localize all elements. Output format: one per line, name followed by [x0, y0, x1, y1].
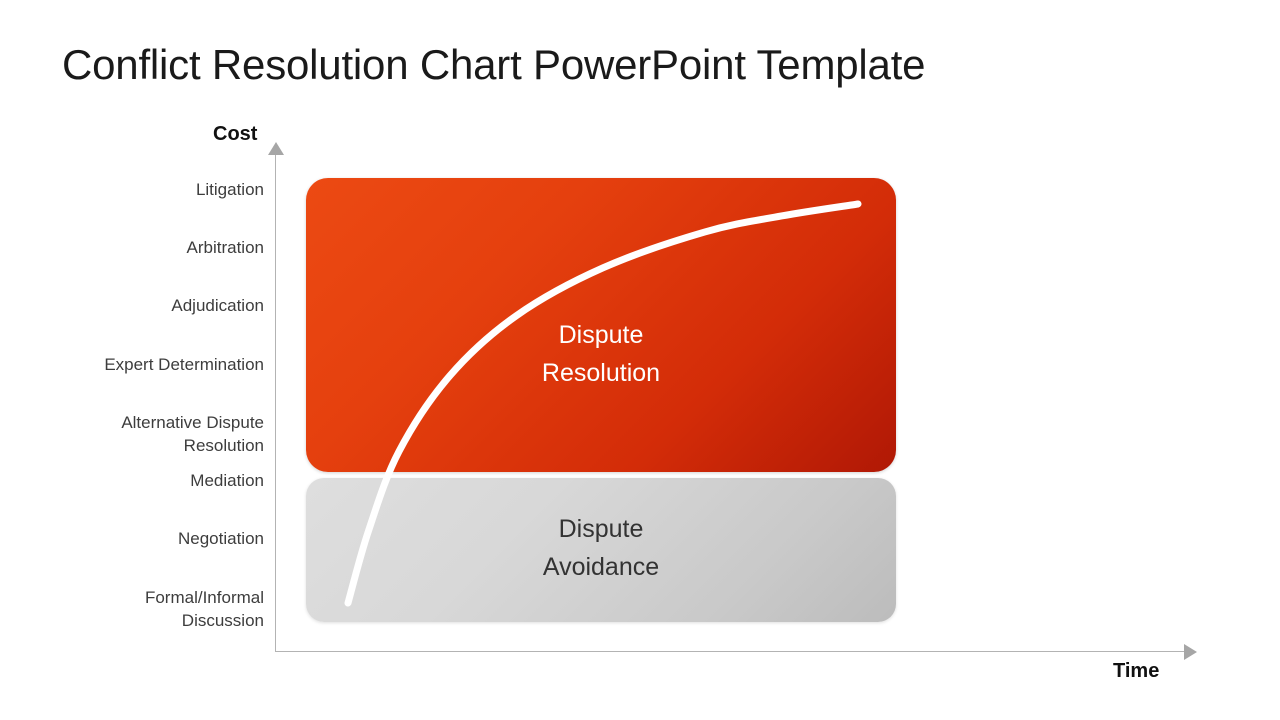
y-axis-label-arbitration: Arbitration — [186, 238, 264, 257]
region-dispute-resolution[interactable]: Dispute Resolution — [306, 178, 896, 472]
x-axis-title: Time — [1113, 660, 1160, 682]
y-axis-label-negotiation: Negotiation — [177, 529, 264, 548]
y-axis-title: Cost — [213, 123, 258, 145]
x-axis-arrow-icon — [1184, 644, 1197, 660]
region-dispute-avoidance-label: Dispute Avoidance — [542, 515, 660, 581]
y-axis-label-formal-informal-discussion: Formal/Informal Discussion — [144, 588, 264, 630]
region-dispute-avoidance[interactable]: Dispute Avoidance — [306, 478, 896, 622]
y-axis-label-alternative-dispute-resolution: Alternative Dispute Resolution — [121, 413, 264, 455]
x-axis-line — [276, 651, 1186, 652]
page-title: Conflict Resolution Chart PowerPoint Tem… — [62, 41, 926, 88]
y-axis-label-expert-determination: Expert Determination — [104, 355, 264, 374]
y-axis-arrow-icon — [268, 142, 284, 155]
y-axis-label-litigation: Litigation — [195, 180, 264, 199]
region-dispute-resolution-label: Dispute Resolution — [541, 321, 661, 387]
y-axis-label-mediation: Mediation — [190, 471, 264, 490]
y-axis-line — [275, 152, 276, 652]
y-axis-label-adjudication: Adjudication — [171, 296, 264, 315]
